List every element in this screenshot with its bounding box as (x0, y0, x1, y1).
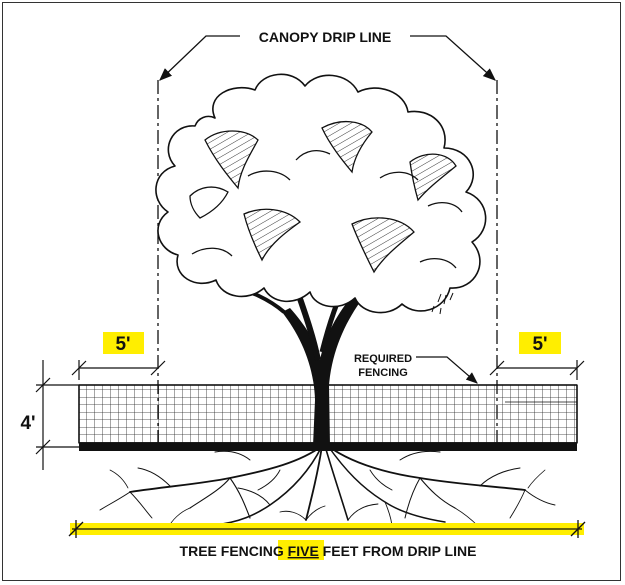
caption-emphasis: FIVE (288, 543, 319, 559)
required-fencing-label-line2: FENCING (358, 367, 408, 379)
offset-left-highlight (103, 332, 144, 354)
offset-left-label: 5' (115, 334, 130, 355)
offset-dimension-left: 5' (71, 332, 166, 380)
offset-right-label: 5' (532, 334, 547, 355)
canopy-small-leaves (431, 292, 454, 315)
tree-canopy (155, 73, 487, 314)
height-label: 4' (20, 413, 35, 434)
fence-extent-line (68, 520, 586, 538)
canopy-leader-left (159, 35, 240, 81)
canopy-leader-right (410, 35, 496, 81)
required-fencing-callout: REQUIRED FENCING (354, 353, 478, 384)
caption-suffix: FEET FROM DRIP LINE (319, 543, 477, 559)
required-fencing-label-line1: REQUIRED (354, 353, 412, 365)
caption: TREE FENCING FIVE FEET FROM DRIP LINE (180, 543, 477, 559)
canopy-leaf-clusters (189, 121, 463, 274)
canopy-drip-line-label: CANOPY DRIP LINE (259, 29, 392, 45)
canopy-drip-line (157, 35, 498, 443)
height-dimension: 4' (20, 360, 79, 470)
offset-right-highlight (519, 332, 561, 354)
caption-prefix: TREE FENCING (180, 543, 288, 559)
root-system (99, 445, 556, 529)
offset-dimension-right: 5' (489, 332, 585, 380)
ground-line (79, 443, 577, 451)
caption-emphasis-highlight (278, 540, 324, 560)
